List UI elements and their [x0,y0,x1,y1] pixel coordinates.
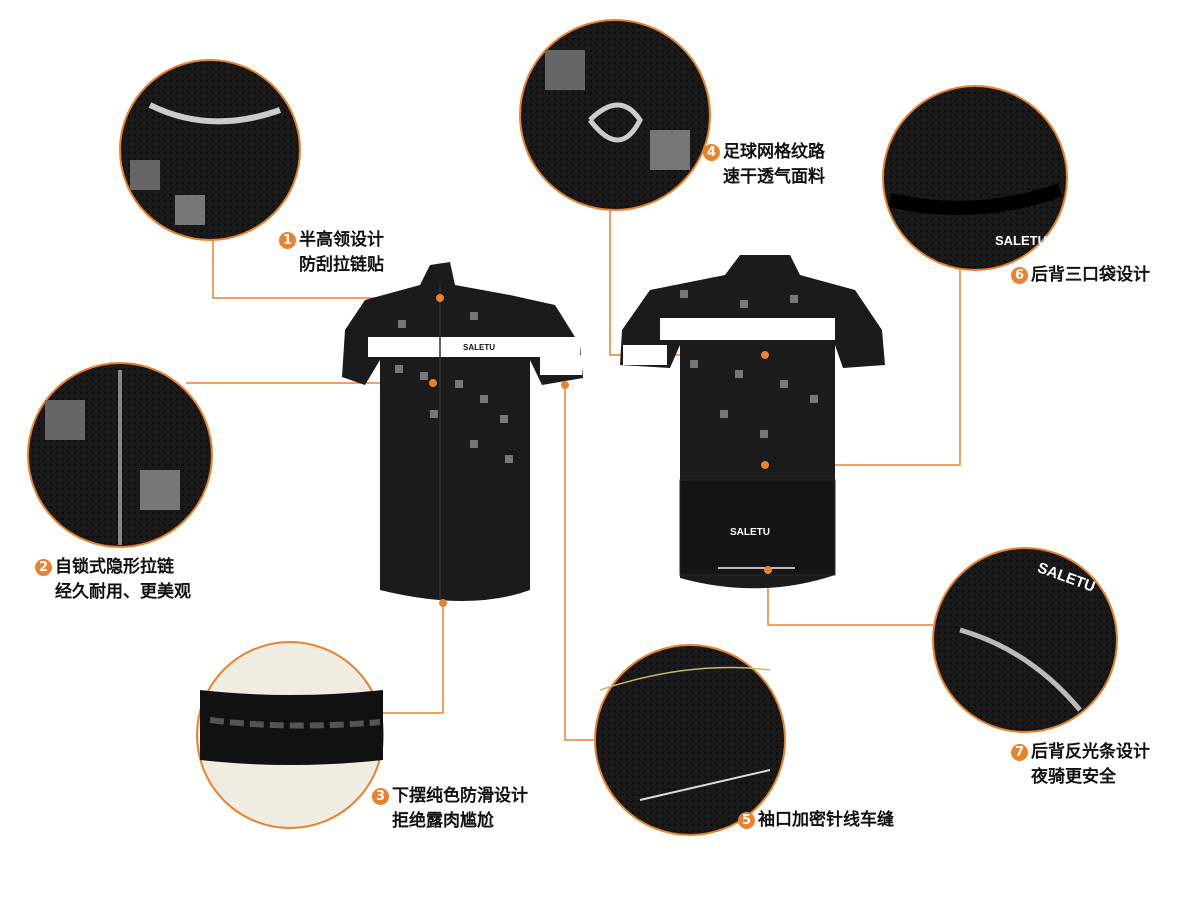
feature-subtitle: 防刮拉链贴 [299,255,384,275]
feature-subtitle: 拒绝露肉尴尬 [392,811,494,831]
feature-title: 下摆纯色防滑设计 [392,786,528,806]
feature-subtitle: 夜骑更安全 [1031,767,1116,787]
reflective-detail-circle [932,547,1118,733]
feature-number-badge: 5 [738,812,755,829]
feature-number-badge: 1 [279,232,296,249]
mesh-detail-circle [519,19,711,211]
feature-title: 半高领设计 [299,230,384,250]
feature-number-badge: 6 [1011,267,1028,284]
feature-number-badge: 7 [1011,744,1028,761]
svg-text:SALETU: SALETU [730,527,770,538]
circle-details: SALETU SALETU [45,50,1097,801]
feature-number-badge: 3 [372,788,389,805]
detail-circles [27,19,1118,836]
feature-title: 足球网格纹路 [723,142,825,162]
feature-number-badge: 4 [703,144,720,161]
cuff-detail-circle [594,644,786,836]
collar-detail-circle [119,59,301,241]
feature-title: 后背三口袋设计 [1031,265,1150,285]
pocket-detail-circle [882,85,1068,271]
feature-title: 后背反光条设计 [1031,742,1150,762]
pocket-brand-logo: SALETU [995,233,1047,248]
svg-text:SALETU: SALETU [463,343,495,352]
feature-subtitle: 经久耐用、更美观 [55,582,191,602]
feature-title: 自锁式隐形拉链 [55,557,174,577]
feature-number-badge: 2 [35,559,52,576]
feature-title: 袖口加密针线车缝 [758,810,894,830]
feature-subtitle: 速干透气面料 [723,167,825,187]
front-jersey: SALETU [342,262,583,607]
back-jersey: SALETU [620,255,885,589]
